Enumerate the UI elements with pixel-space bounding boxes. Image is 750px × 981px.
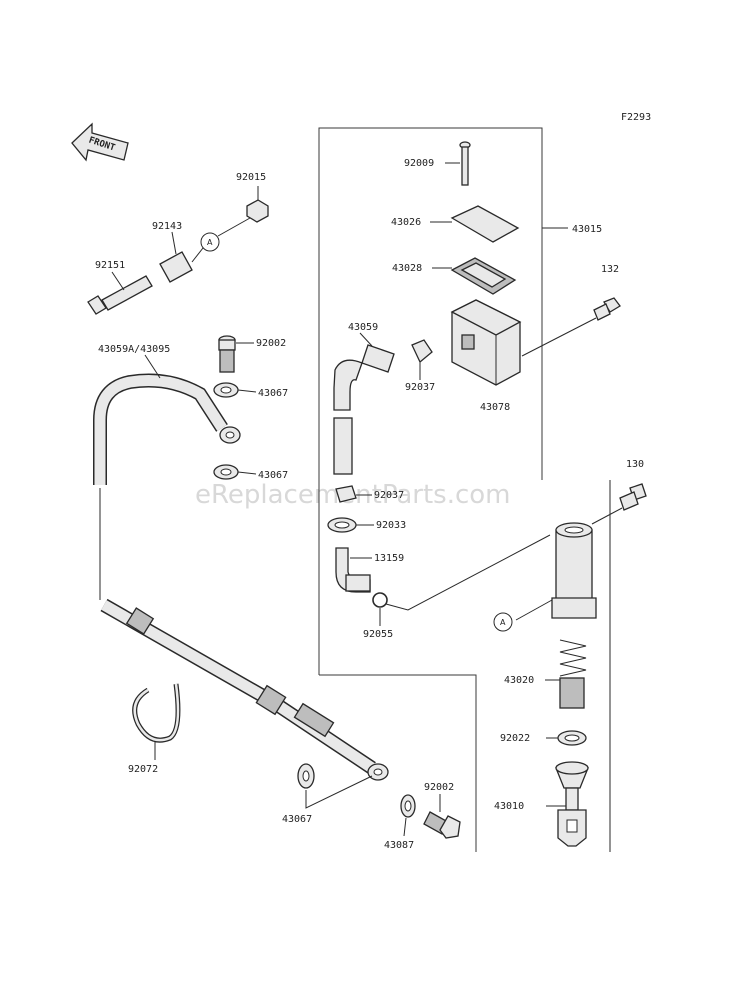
elbow-13159 xyxy=(335,547,372,593)
label-92055: 92055 xyxy=(363,629,393,640)
label-43015: 43015 xyxy=(572,224,602,235)
label-43028: 43028 xyxy=(392,263,422,274)
label-92037-lower: 92037 xyxy=(374,490,404,501)
o-ring-92055 xyxy=(372,534,551,626)
label-132: 132 xyxy=(601,264,619,275)
svg-text:A: A xyxy=(207,238,213,247)
callout-a-right: A xyxy=(493,612,513,632)
label-92037-upper: 92037 xyxy=(405,382,435,393)
label-92072: 92072 xyxy=(128,764,158,775)
label-130: 130 xyxy=(626,459,644,470)
label-92002-lower: 92002 xyxy=(424,782,454,793)
figure-code: F2293 xyxy=(621,112,651,123)
clamp-92037-upper xyxy=(411,339,433,380)
label-43026: 43026 xyxy=(391,217,421,228)
label-43067-lower: 43067 xyxy=(282,814,312,825)
spring-43020 xyxy=(545,639,587,709)
screw-92009 xyxy=(445,141,471,186)
bolt-132 xyxy=(521,297,621,357)
label-43067-middle: 43067 xyxy=(258,470,288,481)
hose-43059 xyxy=(333,332,395,475)
label-92015: 92015 xyxy=(236,172,266,183)
label-43020: 43020 xyxy=(504,675,534,686)
label-43059a-43095: 43059A/43095 xyxy=(98,344,170,355)
master-cylinder xyxy=(515,522,597,621)
washer-43067-upper xyxy=(213,382,257,398)
clamp-92037-lower xyxy=(335,485,372,503)
brake-hose-43059a xyxy=(93,354,389,781)
bolt-92151 xyxy=(87,271,153,315)
label-92033: 92033 xyxy=(376,520,406,531)
label-92009: 92009 xyxy=(404,158,434,169)
circlip-92022 xyxy=(546,730,587,746)
collar-92143 xyxy=(159,217,251,283)
nut-92015 xyxy=(246,186,269,223)
front-arrow-icon: FRONT xyxy=(71,122,129,162)
hose-clamp-92072 xyxy=(132,683,181,760)
label-43059: 43059 xyxy=(348,322,378,333)
label-43067-upper: 43067 xyxy=(258,388,288,399)
banjo-bolt-92002-upper xyxy=(218,335,254,373)
diaphragm-43028 xyxy=(432,257,517,295)
callout-a-left: A xyxy=(200,232,220,252)
washer-43067-middle xyxy=(213,464,257,480)
reservoir-cap-43026 xyxy=(430,205,520,243)
label-43087: 43087 xyxy=(384,840,414,851)
label-92151: 92151 xyxy=(95,260,125,271)
washer-92033 xyxy=(327,517,374,533)
washer-43087 xyxy=(400,794,416,837)
label-92002-upper: 92002 xyxy=(256,338,286,349)
label-13159: 13159 xyxy=(374,553,404,564)
banjo-bolt-92002-lower xyxy=(423,794,461,839)
label-43010: 43010 xyxy=(494,801,524,812)
pushrod-43010 xyxy=(546,761,589,847)
reservoir-assembly-frame xyxy=(318,127,611,852)
bolt-130 xyxy=(591,483,647,525)
label-92143: 92143 xyxy=(152,221,182,232)
svg-text:A: A xyxy=(500,618,506,627)
label-43078: 43078 xyxy=(480,402,510,413)
reservoir-body-43078 xyxy=(450,299,522,386)
washer-43067-lower xyxy=(297,763,373,809)
label-92022: 92022 xyxy=(500,733,530,744)
